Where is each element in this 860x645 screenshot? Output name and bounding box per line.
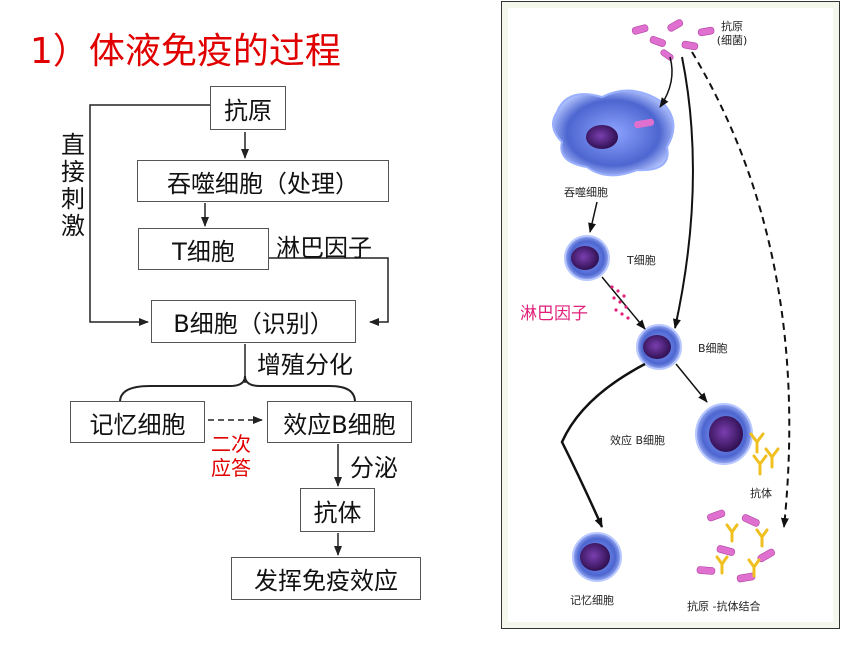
lymphokine-dots xyxy=(610,285,630,320)
arrow-antigen-complex xyxy=(691,51,791,528)
arrow-lymphokine xyxy=(268,257,389,326)
memory-cell-box: 记忆细胞 xyxy=(70,401,205,443)
cell-diagram-panel: 抗原 (细菌) 吞噬细胞 T细胞 淋巴因子 B细胞 效应 B细胞 抗体 记忆细胞… xyxy=(501,1,840,629)
memory-cell xyxy=(572,532,622,582)
arrow-tcell-bcell xyxy=(601,276,646,330)
phagocyte-cell xyxy=(552,89,675,177)
t-cell-box: T细胞 xyxy=(138,228,269,270)
panel-antibody-label: 抗体 xyxy=(750,487,772,500)
t-cell xyxy=(564,235,610,281)
panel-lymphokine-label: 淋巴因子 xyxy=(520,304,588,324)
panel-memory-label: 记忆细胞 xyxy=(570,594,614,607)
effector-b-box: 效应B细胞 xyxy=(267,401,412,443)
arrow-antigen-bcell xyxy=(673,56,694,329)
b-cell-box: B细胞（识别） xyxy=(151,300,356,343)
proliferate-label: 增殖分化 xyxy=(257,351,353,379)
arrow-direct-stimulation xyxy=(89,104,210,326)
antibody-box: 抗体 xyxy=(300,488,375,532)
arrow-antigen-phagocyte xyxy=(659,56,673,108)
arrow-bcell-effector xyxy=(675,363,708,403)
secondary-response-label: 二次应答 xyxy=(211,432,251,480)
immune-effect-box: 发挥免疫效应 xyxy=(231,557,421,600)
panel-antigen-label: 抗原 (细菌) xyxy=(716,20,748,47)
panel-t-cell-label: T细胞 xyxy=(627,254,656,267)
lymphokine-label: 淋巴因子 xyxy=(276,234,372,262)
arrow-bcell-memory xyxy=(560,362,646,528)
antigen-box: 抗原 xyxy=(210,86,286,130)
antigen-bacteria xyxy=(631,19,715,61)
direct-stimulation-label: 直接刺激 xyxy=(61,131,85,240)
antigen-antibody-complex xyxy=(696,509,775,583)
panel-b-cell-label: B细胞 xyxy=(698,342,728,355)
panel-phagocyte-label: 吞噬细胞 xyxy=(564,186,608,199)
phagocyte-box: 吞噬细胞（处理） xyxy=(137,160,389,202)
page-title: 1）体液免疫的过程 xyxy=(30,31,341,72)
b-cell xyxy=(636,324,682,370)
antibody-molecules xyxy=(749,432,780,476)
panel-effector-b-label: 效应 B细胞 xyxy=(610,434,666,447)
secrete-label: 分泌 xyxy=(350,454,398,482)
cell-illustration xyxy=(552,19,791,583)
flowchart-connectors xyxy=(89,104,389,556)
panel-complex-label: 抗原 -抗体结合 xyxy=(687,600,761,613)
arrow-phagocyte-tcell xyxy=(588,201,598,233)
brace xyxy=(119,375,356,403)
effector-b-cell xyxy=(695,403,753,465)
